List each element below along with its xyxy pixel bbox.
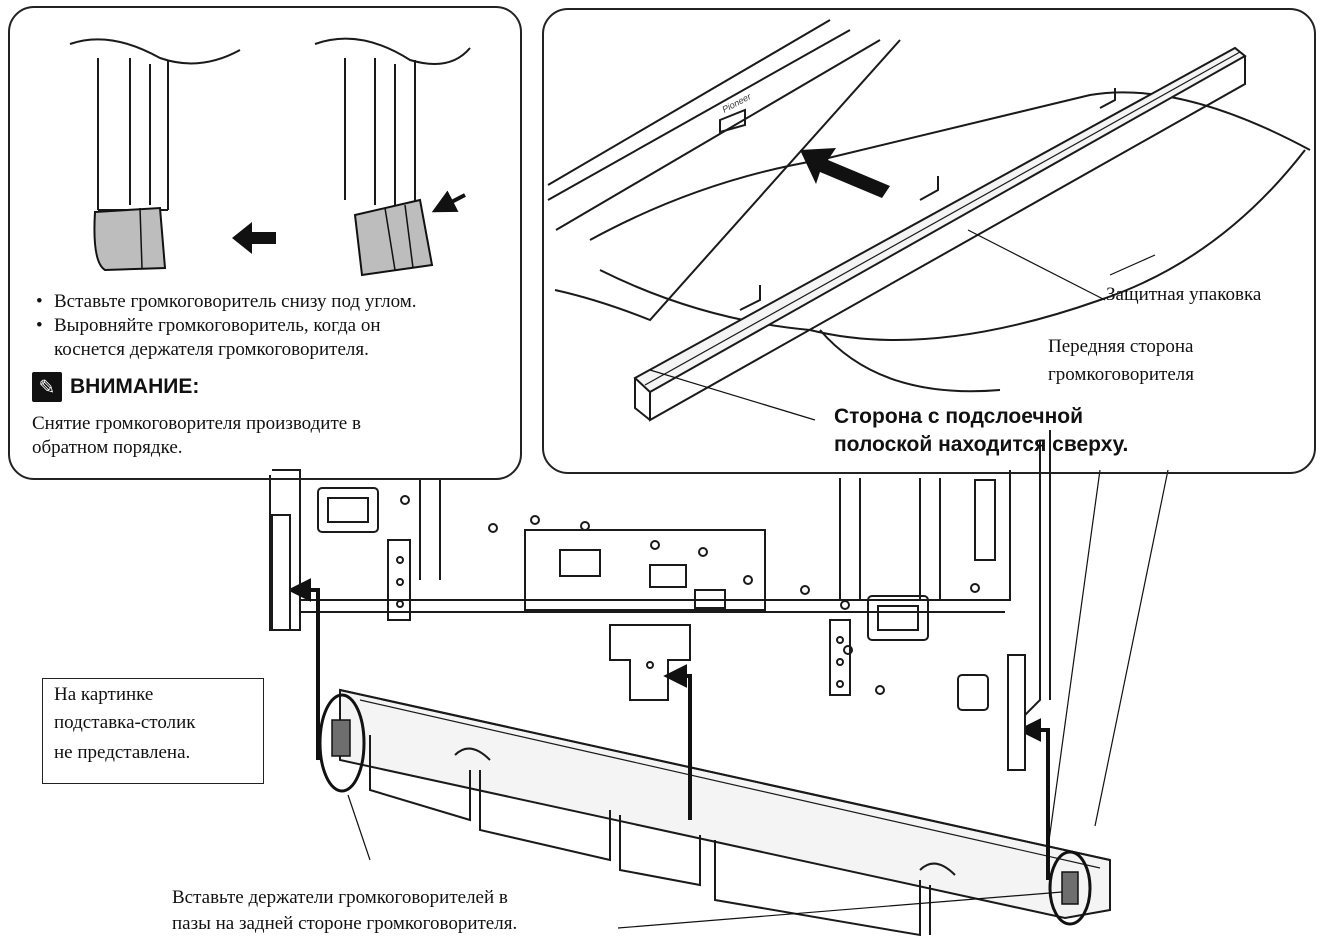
label-packaging: Защитная упаковка <box>1106 284 1262 305</box>
note-line-3: не представлена. <box>54 742 191 763</box>
slot-circle-right <box>1048 850 1092 926</box>
angle-arrow-icon <box>431 190 466 213</box>
warning-text-2: обратном порядке. <box>32 437 183 458</box>
speaker-profile-right <box>353 198 434 277</box>
label-front-2: громкоговорителя <box>1048 364 1195 385</box>
arrow-insert-icon <box>800 148 890 198</box>
label-strip-1: Сторона с подслоечной <box>834 405 1083 428</box>
tv-back-panel <box>269 430 1051 760</box>
bullet-text-2: Выровняйте громкоговоритель, когда он <box>54 315 381 336</box>
inset-panel-right <box>542 8 1316 474</box>
label-front-1: Передняя сторона <box>1048 336 1194 357</box>
arrow-left-icon <box>232 222 276 254</box>
caption-line-2: пазы на задней стороне громкоговорителя. <box>172 913 518 934</box>
insertion-arrows <box>287 578 1050 880</box>
inset-right-drawing <box>547 19 1311 422</box>
label-strip-2: полоской находится сверху. <box>834 433 1129 456</box>
warning-heading: ✎ ВНИМАНИЕ: <box>32 372 199 402</box>
pencil-icon: ✎ <box>32 372 62 402</box>
note-line-2: подставка-столик <box>54 712 196 733</box>
speaker-profile-left <box>93 206 167 272</box>
inset-left-drawing <box>69 37 471 211</box>
bullet-text-1: Вставьте громкоговоритель снизу под угло… <box>54 291 417 312</box>
bullet-marker: • <box>36 291 43 312</box>
caption-line-1: Вставьте держатели громкоговорителей в <box>172 887 508 908</box>
bullet-text-3: коснется держателя громкоговорителя. <box>54 339 369 360</box>
inset-panel-left <box>8 6 522 480</box>
bullet-marker: • <box>36 315 43 336</box>
note-box <box>42 678 264 784</box>
warning-text-1: Снятие громкоговорителя производите в <box>32 413 361 434</box>
note-line-1: На картинке <box>54 684 154 705</box>
warning-title: ВНИМАНИЕ: <box>70 375 200 398</box>
